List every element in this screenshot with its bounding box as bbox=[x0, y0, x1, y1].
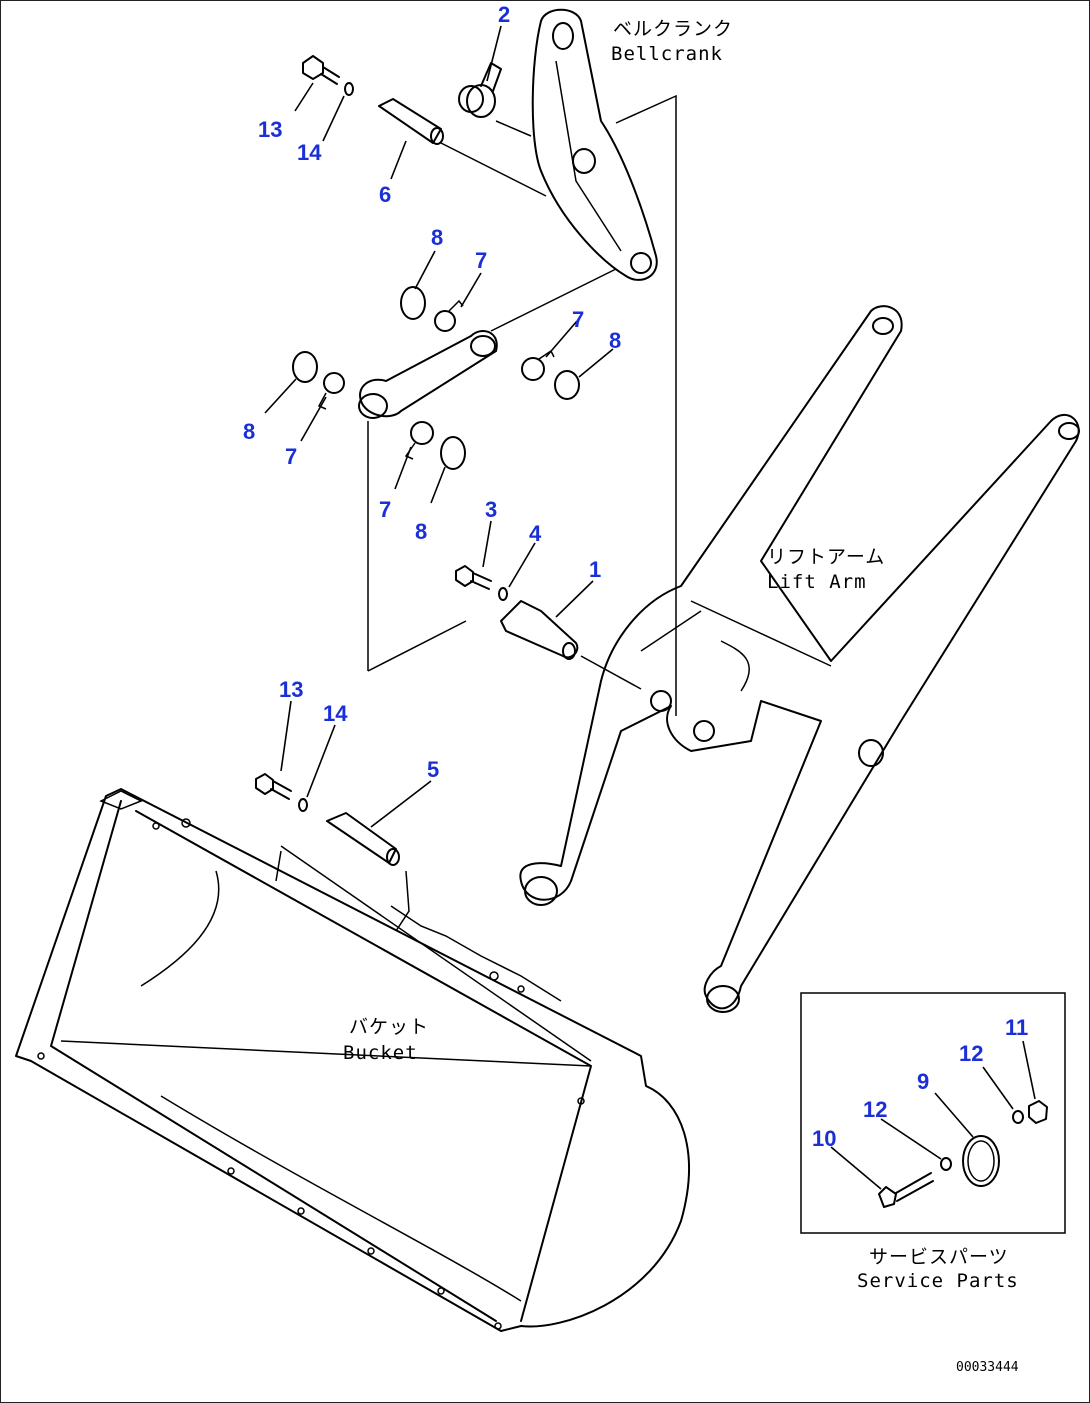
callout-4[interactable]: 4 bbox=[529, 521, 542, 546]
callout-10[interactable]: 10 bbox=[812, 1126, 836, 1151]
callout-13-bottom[interactable]: 13 bbox=[279, 677, 303, 702]
callout-7-right[interactable]: 7 bbox=[572, 307, 584, 332]
callout-5[interactable]: 5 bbox=[427, 757, 439, 782]
callout-6[interactable]: 6 bbox=[379, 182, 391, 207]
bellcrank-part bbox=[531, 8, 658, 281]
bushing-7-left bbox=[323, 372, 345, 394]
callout-8-upper[interactable]: 8 bbox=[431, 225, 443, 250]
bushing-7-right bbox=[521, 357, 545, 381]
bellcrank-label-en: Bellcrank bbox=[611, 43, 723, 65]
ring-9 bbox=[962, 1135, 1000, 1187]
pin-1-assembly bbox=[455, 565, 579, 660]
washer-12-left bbox=[940, 1157, 952, 1171]
bucket-label-en: Bucket bbox=[343, 1042, 418, 1064]
pin-6-assembly bbox=[302, 55, 547, 197]
service-parts-label-en: Service Parts bbox=[857, 1270, 1019, 1292]
bushing-7-lower bbox=[410, 421, 434, 445]
callout-14-top[interactable]: 14 bbox=[297, 140, 322, 165]
callout-8-right[interactable]: 8 bbox=[609, 328, 621, 353]
lift-arm-part bbox=[519, 305, 1080, 1013]
callout-7-left[interactable]: 7 bbox=[285, 444, 297, 469]
washer-12-right bbox=[1012, 1110, 1024, 1124]
pin-2-part bbox=[458, 62, 502, 118]
seal-8-left bbox=[292, 351, 318, 383]
bucket-label-jp: バケット bbox=[349, 1016, 429, 1038]
leader-lines bbox=[264, 25, 1036, 1190]
callout-12-left[interactable]: 12 bbox=[863, 1097, 887, 1122]
callout-8-lower[interactable]: 8 bbox=[415, 519, 427, 544]
lift-arm-label-jp: リフトアーム bbox=[767, 546, 885, 568]
callout-9[interactable]: 9 bbox=[917, 1069, 929, 1094]
callout-12-right[interactable]: 12 bbox=[959, 1041, 983, 1066]
callout-7-upper[interactable]: 7 bbox=[475, 248, 487, 273]
callout-2[interactable]: 2 bbox=[498, 2, 510, 27]
bolt-10 bbox=[878, 1186, 897, 1208]
seal-8-right bbox=[554, 370, 580, 400]
callout-13-top[interactable]: 13 bbox=[258, 117, 282, 142]
lift-arm-label-en: Lift Arm bbox=[767, 571, 867, 593]
nut-11 bbox=[1028, 1100, 1048, 1124]
service-parts-label-jp: サービスパーツ bbox=[869, 1246, 1009, 1268]
seal-8-lower bbox=[440, 436, 466, 470]
callout-3[interactable]: 3 bbox=[485, 497, 497, 522]
link-part bbox=[358, 268, 617, 672]
drawing-code: 00033444 bbox=[956, 1360, 1019, 1375]
callout-1[interactable]: 1 bbox=[589, 557, 601, 582]
bellcrank-frame-lines bbox=[495, 94, 677, 716]
bushing-7-upper bbox=[434, 310, 456, 332]
bellcrank-label-jp: ベルクランク bbox=[613, 18, 733, 40]
callout-8-left[interactable]: 8 bbox=[243, 419, 255, 444]
seal-8-upper bbox=[400, 286, 426, 320]
pin-5-assembly bbox=[255, 773, 410, 932]
bucket-part bbox=[15, 788, 690, 1332]
service-parts-box bbox=[800, 992, 1066, 1234]
bushing-group bbox=[292, 286, 580, 470]
callout-11[interactable]: 11 bbox=[1005, 1015, 1028, 1040]
callout-7-lower[interactable]: 7 bbox=[379, 497, 391, 522]
callout-14-bottom[interactable]: 14 bbox=[323, 701, 348, 726]
